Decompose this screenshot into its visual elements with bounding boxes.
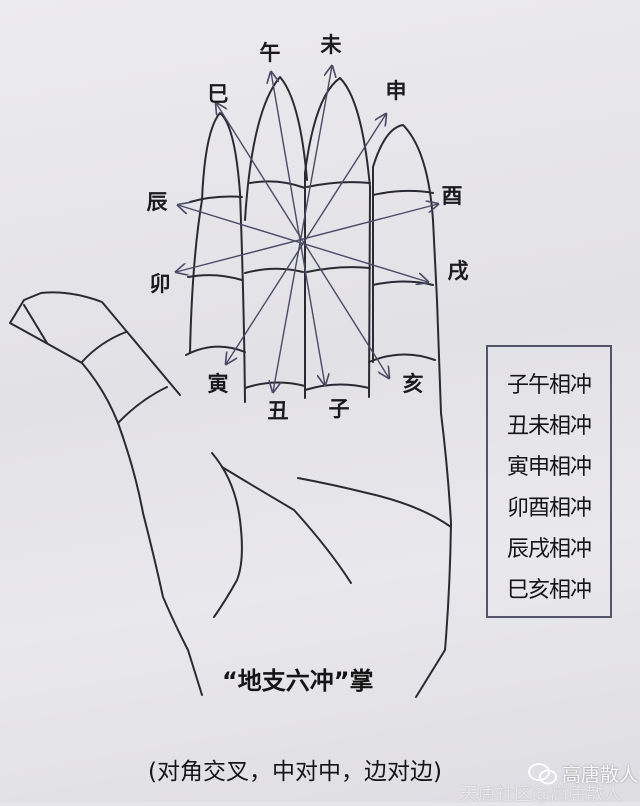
arrow-mao-you <box>176 204 438 272</box>
label-si: 巳 <box>207 82 229 106</box>
label-yin: 寅 <box>207 372 229 396</box>
label-xu: 戌 <box>447 259 469 283</box>
diagram-subtitle: (对角交叉，中对中，边对边) <box>148 759 442 785</box>
pinky-finger <box>372 124 452 698</box>
legend-item: 卯酉相冲 <box>506 496 592 521</box>
watermark-overlay: 天唐社区@高唐散人 <box>460 784 622 805</box>
heart-line <box>297 477 452 528</box>
watermark: 高唐散人 <box>528 760 638 787</box>
ring-knuckle <box>304 383 370 391</box>
label-you: 酉 <box>441 184 463 208</box>
clash-legend: 子午相冲 丑未相冲 寅申相冲 卯酉相冲 辰戌相冲 巳亥相冲 <box>486 345 612 618</box>
watermark-text: 高唐散人 <box>562 764 639 786</box>
arrow-si-hai <box>216 103 389 378</box>
label-chou: 丑 <box>267 399 289 423</box>
arrow-chou-wei <box>273 66 332 392</box>
legend-item: 寅申相冲 <box>506 455 592 480</box>
label-mao: 卯 <box>149 272 171 296</box>
head-line <box>221 466 352 584</box>
ring-finger <box>304 77 371 398</box>
label-wu: 午 <box>259 41 281 65</box>
thumb-outline <box>9 291 203 696</box>
legend-item: 辰戌相冲 <box>506 537 592 562</box>
label-shen: 申 <box>385 79 407 103</box>
thumb-crease-1 <box>81 331 127 363</box>
label-zi: 子 <box>328 397 350 421</box>
wechat-icon <box>528 762 557 784</box>
legend-item: 巳亥相冲 <box>506 578 592 603</box>
thumb-crease-2 <box>117 386 168 424</box>
legend-item: 丑未相冲 <box>506 414 592 439</box>
thumb-nail <box>23 304 48 344</box>
label-chen: 辰 <box>146 190 168 214</box>
label-wei: 未 <box>320 33 342 57</box>
diagram-title: “地支六冲”掌 <box>222 667 374 695</box>
legend-item: 子午相冲 <box>506 373 592 398</box>
label-hai: 亥 <box>402 372 424 396</box>
index-finger <box>189 112 246 403</box>
life-line <box>211 452 243 618</box>
